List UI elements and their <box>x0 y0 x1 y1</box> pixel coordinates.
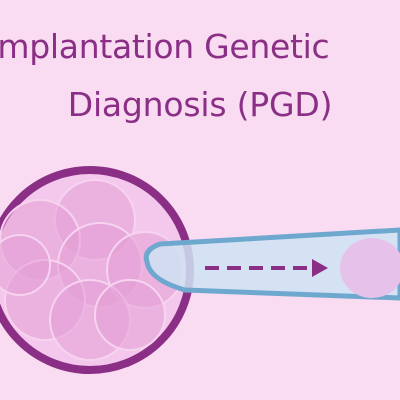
biopsy-pipette-icon <box>143 227 400 301</box>
title-line-2: Diagnosis (PGD) <box>67 85 333 124</box>
blastomere-7 <box>94 279 166 351</box>
blastomere-8 <box>0 234 51 296</box>
embryo-icon <box>0 166 194 374</box>
blastomeres <box>0 179 184 361</box>
extracted-cell-icon <box>340 238 400 298</box>
dashed-arrow-icon <box>205 259 328 277</box>
arrow-head <box>312 259 328 277</box>
pipette-body <box>143 227 400 301</box>
title-line-1: reimplantation Genetic <box>0 27 330 66</box>
